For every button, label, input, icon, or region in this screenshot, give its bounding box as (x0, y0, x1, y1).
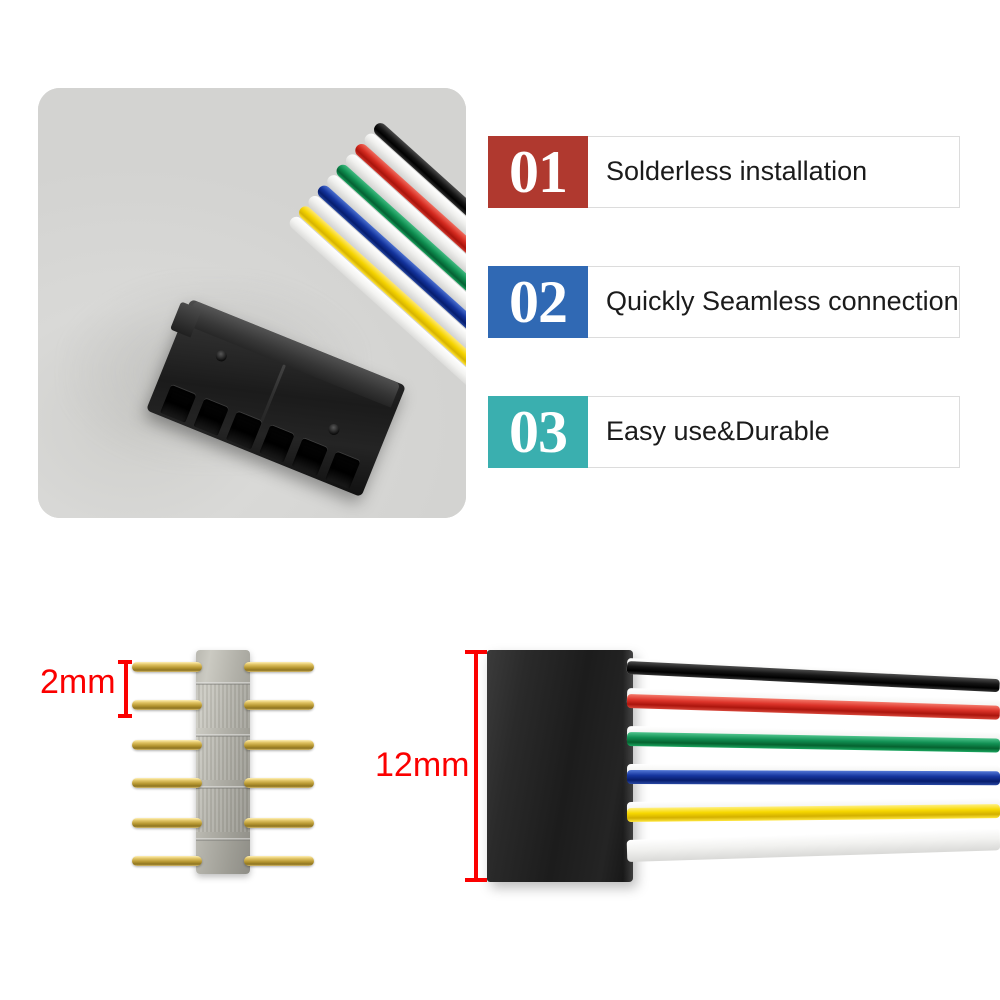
pin-connector-body (196, 650, 250, 874)
feature-number-01: 01 (509, 139, 568, 205)
feature-label-02: Quickly Seamless connection (606, 286, 959, 317)
pin-left-5 (132, 818, 202, 828)
pin-right-1 (244, 662, 314, 672)
feature-list: 01 Solderless installation 02 Quickly Se… (488, 136, 960, 468)
ribbon-wire-white (626, 828, 1000, 862)
pin-body-groove (196, 734, 250, 737)
cable-connector-head (487, 650, 633, 882)
pin-right-3 (244, 740, 314, 750)
pin-left-2 (132, 700, 202, 710)
feature-label-01: Solderless installation (606, 156, 868, 187)
pin-pitch-dimension-bracket (118, 660, 132, 718)
feature-label-box-02: Quickly Seamless connection (588, 266, 960, 338)
connector-height-label: 12mm (375, 746, 470, 784)
feature-label-03: Easy use&Durable (606, 416, 830, 447)
male-pin-connector (128, 648, 318, 876)
pin-body-texture (196, 684, 250, 728)
feature-label-box-01: Solderless installation (588, 136, 960, 208)
pin-left-1 (132, 662, 202, 672)
cable-side-view (487, 650, 1000, 892)
pin-pitch-label: 2mm (40, 663, 116, 701)
dimension-line (124, 660, 128, 718)
pin-body-texture (196, 788, 250, 832)
dimension-cap-bottom (465, 878, 487, 882)
pin-left-4 (132, 778, 202, 788)
pin-body-texture (196, 736, 250, 780)
feature-number-badge-01: 01 (488, 136, 588, 208)
feature-label-box-03: Easy use&Durable (588, 396, 960, 468)
dimension-cap-bottom (118, 714, 132, 718)
pin-left-6 (132, 856, 202, 866)
pin-body-groove (196, 786, 250, 789)
feature-row-03: 03 Easy use&Durable (488, 396, 960, 468)
feature-number-badge-03: 03 (488, 396, 588, 468)
pin-right-6 (244, 856, 314, 866)
pin-right-2 (244, 700, 314, 710)
pin-body-groove (196, 682, 250, 685)
feature-number-badge-02: 02 (488, 266, 588, 338)
dimension-line (474, 650, 478, 882)
dimension-cap-top (465, 650, 487, 654)
product-photo (38, 88, 466, 518)
height-dimension-bracket (465, 650, 487, 882)
ribbon-wire-yellow (626, 804, 1000, 822)
pin-left-3 (132, 740, 202, 750)
feature-number-03: 03 (509, 399, 568, 465)
pin-right-4 (244, 778, 314, 788)
feature-row-01: 01 Solderless installation (488, 136, 960, 208)
dimension-cap-top (118, 660, 132, 664)
ribbon-cable (626, 650, 1000, 882)
ribbon-wire-blue (626, 770, 1000, 786)
pin-right-5 (244, 818, 314, 828)
feature-number-02: 02 (509, 269, 568, 335)
feature-row-02: 02 Quickly Seamless connection (488, 266, 960, 338)
pin-body-groove (196, 838, 250, 841)
